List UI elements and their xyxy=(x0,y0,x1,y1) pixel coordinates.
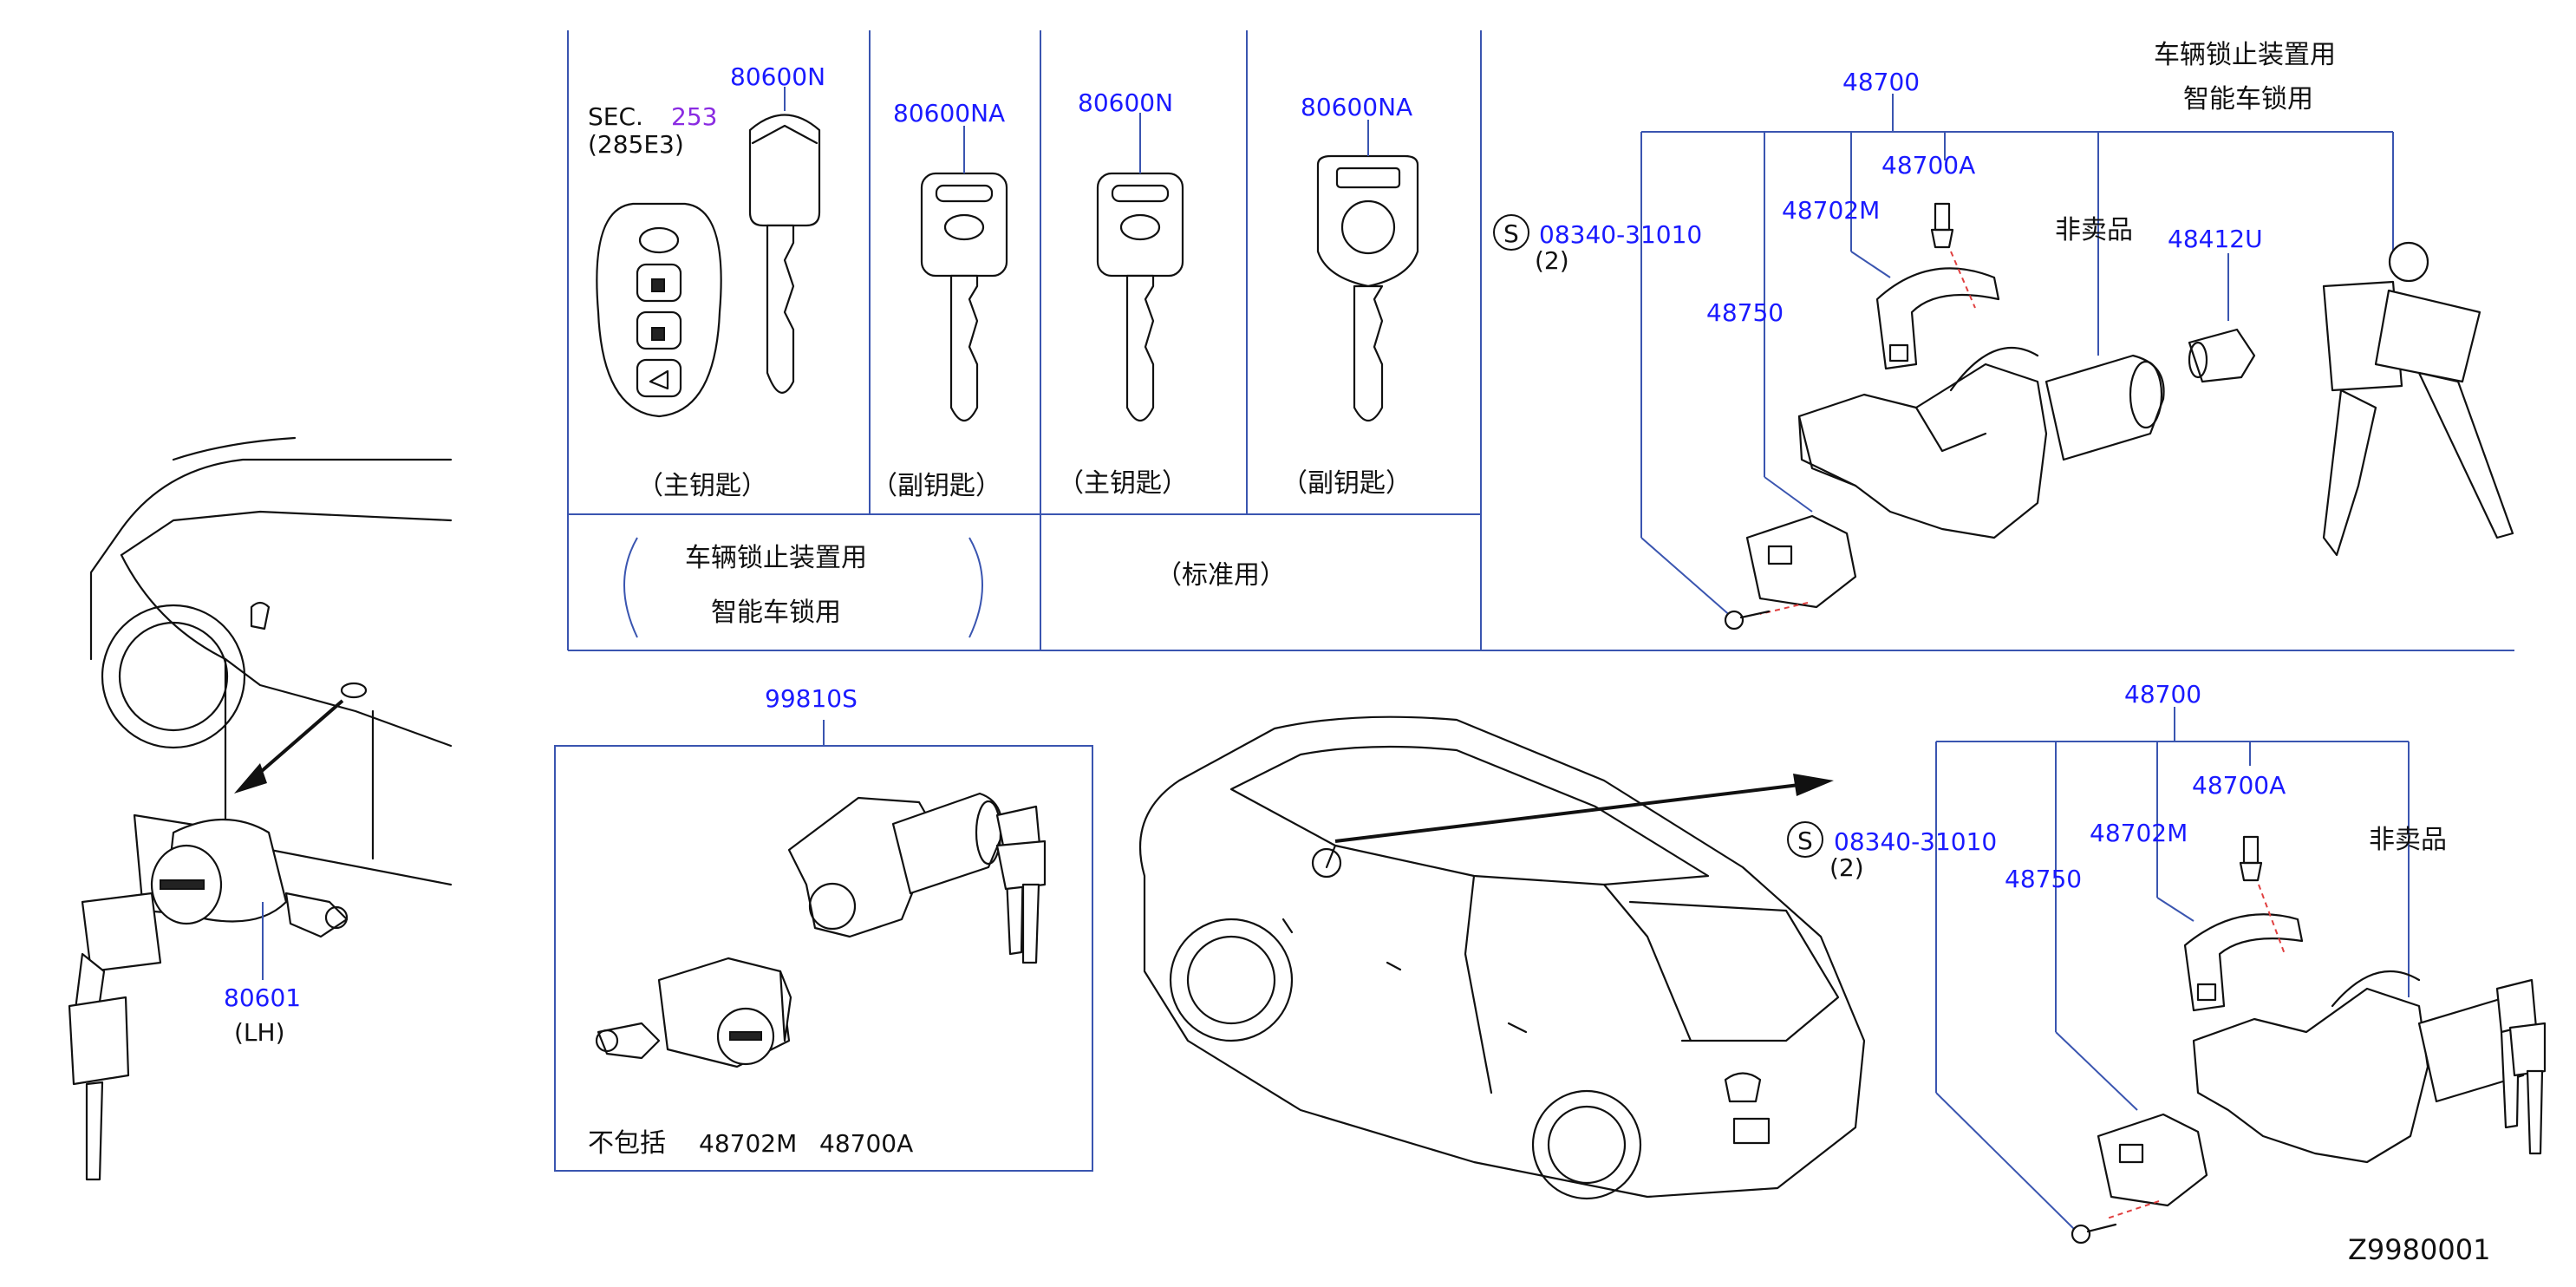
sec-sub-label: (285E3) xyxy=(588,130,684,159)
sub-key-label-1: （副钥匙） xyxy=(871,471,1001,501)
callout-48700-bottom[interactable]: 48700 xyxy=(2124,680,2201,709)
standard-use-label: （标准用） xyxy=(1156,560,1286,591)
ignition-lock-assembly-top xyxy=(1724,202,2256,630)
callout-80600N-a[interactable]: 80600N xyxy=(730,62,825,91)
kit-exclusion-48700A: 48700A xyxy=(819,1129,913,1158)
door-lock-cylinder xyxy=(68,813,349,1181)
screw-qty-top: (2) xyxy=(1535,246,1569,275)
master-key-2 xyxy=(1096,172,1184,422)
top-use-line2: 智能车锁用 xyxy=(2183,84,2313,114)
callout-08340-31010-top[interactable]: 08340-31010 xyxy=(1539,220,1702,249)
not-sold-bottom: 非卖品 xyxy=(2369,825,2447,855)
sub-key-label-2: （副钥匙） xyxy=(1281,468,1412,499)
car-door-view xyxy=(89,436,453,886)
smart-use-line1: 车辆锁止装置用 xyxy=(685,543,867,573)
master-key-label-2: （主钥匙） xyxy=(1058,468,1188,499)
kit-exclusion-48702M: 48702M xyxy=(699,1129,797,1158)
callout-48700-top[interactable]: 48700 xyxy=(1842,68,1920,96)
bottom-assembly-leaders xyxy=(1935,707,2410,1232)
callout-80601[interactable]: 80601 xyxy=(224,983,301,1012)
callout-48412U[interactable]: 48412U xyxy=(2168,225,2263,253)
kit-exclusion-prefix: 不包括 xyxy=(588,1128,666,1159)
callout-48702M-bottom[interactable]: 48702M xyxy=(2090,819,2188,847)
top-use-line1: 车辆锁止装置用 xyxy=(2154,40,2336,70)
master-key-1 xyxy=(748,114,821,394)
callout-48700A-bottom[interactable]: 48700A xyxy=(2192,771,2286,800)
kit-box xyxy=(554,745,1093,1172)
figure-id: Z9980001 xyxy=(2348,1233,2490,1266)
not-sold-top: 非卖品 xyxy=(2055,215,2133,245)
callout-48750-top[interactable]: 48750 xyxy=(1706,298,1784,327)
callout-80600NA-a[interactable]: 80600NA xyxy=(893,99,1005,127)
callout-08340-31010-bottom[interactable]: 08340-31010 xyxy=(1834,827,1997,856)
callout-48700A-top[interactable]: 48700A xyxy=(1881,151,1975,180)
sub-key-2 xyxy=(1316,154,1419,422)
kit-door-cylinder xyxy=(595,957,792,1068)
s-mark-top: S xyxy=(1503,219,1519,248)
callout-80600N-b[interactable]: 80600N xyxy=(1078,88,1173,117)
s-mark-bottom: S xyxy=(1797,826,1813,855)
sec-number-link[interactable]: 253 xyxy=(671,102,717,131)
pointer-arrowhead xyxy=(1793,774,1834,796)
top-assembly-leaders xyxy=(1640,94,2394,618)
sec-label: SEC. xyxy=(588,102,643,131)
master-key-label-1: （主钥匙） xyxy=(637,471,767,501)
door-cylinder-side: (LH) xyxy=(234,1018,285,1047)
ignition-lock-assembly-bottom xyxy=(2071,835,2547,1245)
smart-use-line2: 智能车锁用 xyxy=(711,598,841,628)
sub-key-1 xyxy=(920,172,1008,422)
key-pair-top xyxy=(2322,241,2514,557)
s-circle-bottom xyxy=(1787,821,1823,858)
s-circle-top xyxy=(1493,214,1529,251)
smart-key-fob xyxy=(596,202,722,418)
callout-80600NA-b[interactable]: 80600NA xyxy=(1301,93,1412,121)
hatchback-car xyxy=(1138,715,1866,1200)
callout-48750-bottom[interactable]: 48750 xyxy=(2005,865,2082,893)
kit-ignition-lock xyxy=(787,792,1047,964)
callout-48702M-top[interactable]: 48702M xyxy=(1782,196,1880,225)
callout-99810S[interactable]: 99810S xyxy=(765,684,858,713)
screw-qty-bottom: (2) xyxy=(1829,853,1864,882)
pointer-arrow xyxy=(1334,783,1800,843)
